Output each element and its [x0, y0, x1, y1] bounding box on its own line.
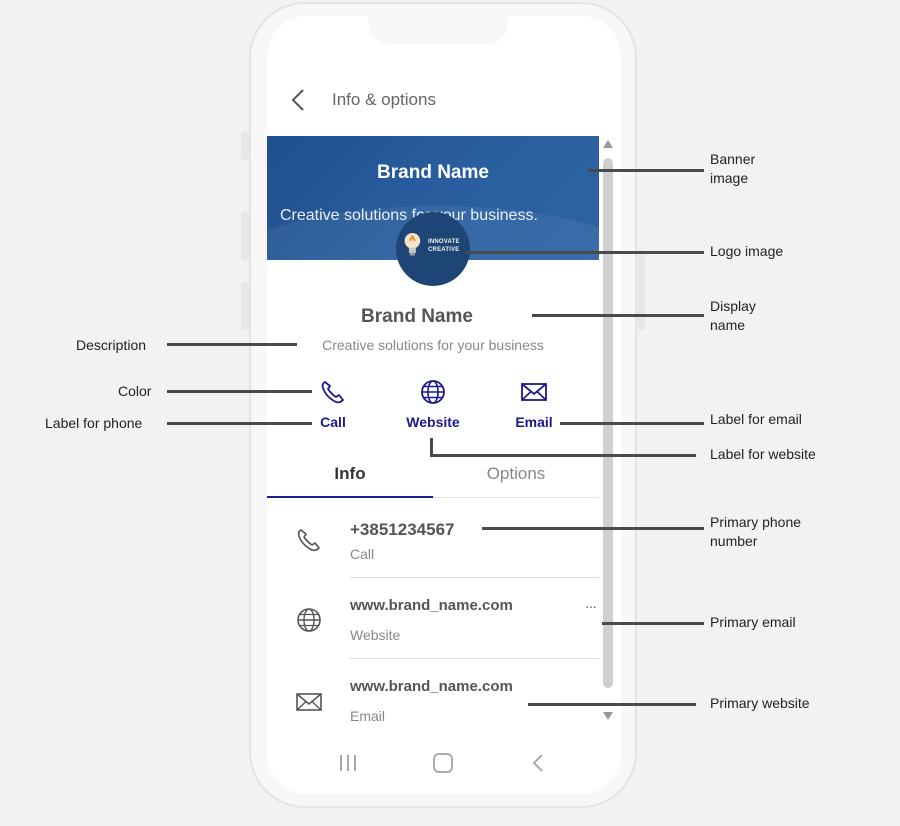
- primary-email: www.brand_name.com: [350, 678, 513, 695]
- page-title: Info & options: [332, 90, 436, 109]
- list-item-phone[interactable]: +3851234567 Call: [267, 500, 599, 580]
- annotation-primary-phone-number: Primary phone number: [710, 514, 802, 549]
- scroll-up-arrow[interactable]: [603, 140, 613, 148]
- globe-icon: [421, 380, 445, 404]
- phone-icon: [297, 529, 320, 552]
- lightbulb-icon: [404, 233, 421, 256]
- annotation-line: [560, 422, 704, 425]
- scroll-down-arrow[interactable]: [603, 712, 613, 720]
- annotation-line: [602, 622, 704, 625]
- logo-text-line: INNOVATE: [428, 239, 460, 245]
- primary-website: www.brand_name.com: [350, 597, 513, 614]
- annotation-banner-image: Banner image: [710, 151, 756, 186]
- phone-side-button: [241, 132, 249, 160]
- back-nav-icon[interactable]: [528, 752, 550, 774]
- annotation-primary-website: Primary website: [710, 695, 810, 711]
- annotation-line: [588, 169, 704, 172]
- annotation-line: [167, 390, 312, 393]
- logo-image: INNOVATE CREATIVE: [396, 212, 470, 286]
- annotation-label-for-email: Label for email: [710, 411, 802, 427]
- phone-side-button: [637, 250, 645, 330]
- tab-info[interactable]: Info: [267, 460, 433, 498]
- annotation-label-for-website: Label for website: [710, 446, 816, 462]
- envelope-icon: [521, 383, 547, 401]
- list-item-website[interactable]: www.brand_name.com Website ···: [267, 580, 599, 660]
- banner-title: Brand Name: [377, 162, 489, 183]
- annotation-line: [482, 527, 704, 530]
- phone-notch: [368, 16, 508, 44]
- divider: [350, 577, 599, 578]
- row-label: Email: [350, 708, 386, 724]
- annotation-line: [466, 251, 704, 254]
- website-action[interactable]: Website: [393, 378, 473, 430]
- description: Creative solutions for your business: [322, 337, 544, 353]
- annotation-line: [528, 703, 696, 706]
- envelope-icon: [296, 693, 322, 711]
- annotation-line: [532, 314, 704, 317]
- display-name: Brand Name: [361, 306, 473, 327]
- annotation-label-for-phone: Label for phone: [45, 415, 143, 431]
- annotation-primary-email: Primary email: [710, 614, 796, 630]
- annotation-line: [430, 438, 433, 456]
- annotation-line: [167, 422, 312, 425]
- more-icon[interactable]: ···: [585, 598, 597, 614]
- annotation-description: Description: [76, 337, 147, 353]
- annotation-line: [167, 343, 297, 346]
- logo-text-line: CREATIVE: [428, 247, 460, 253]
- banner-image: Brand Name Creative solutions for your b…: [267, 136, 599, 260]
- row-label: Website: [350, 627, 401, 643]
- logo-text: INNOVATE CREATIVE: [428, 238, 460, 254]
- home-icon[interactable]: [432, 752, 454, 774]
- globe-icon: [297, 608, 321, 632]
- annotation-color: Color: [118, 383, 152, 399]
- website-label: Website: [406, 414, 460, 430]
- recents-icon[interactable]: [337, 752, 359, 774]
- phone-side-button: [241, 282, 249, 330]
- call-action[interactable]: Call: [293, 378, 373, 430]
- annotation-display-name: Display name: [710, 298, 756, 333]
- tab-options[interactable]: Options: [433, 460, 599, 498]
- list-item-email[interactable]: www.brand_name.com Email: [267, 660, 599, 740]
- row-label: Call: [350, 546, 375, 562]
- annotation-line: [430, 454, 696, 457]
- phone-icon: [321, 381, 344, 404]
- email-label: Email: [515, 414, 553, 430]
- phone-side-button: [241, 212, 249, 260]
- divider: [350, 658, 599, 659]
- email-action[interactable]: Email: [494, 378, 574, 430]
- primary-phone-number: +3851234567: [350, 520, 455, 539]
- call-label: Call: [320, 414, 346, 430]
- annotation-logo-image: Logo image: [710, 243, 784, 259]
- banner-subtitle: Creative solutions for your business.: [280, 207, 538, 224]
- back-arrow-icon[interactable]: [289, 88, 311, 112]
